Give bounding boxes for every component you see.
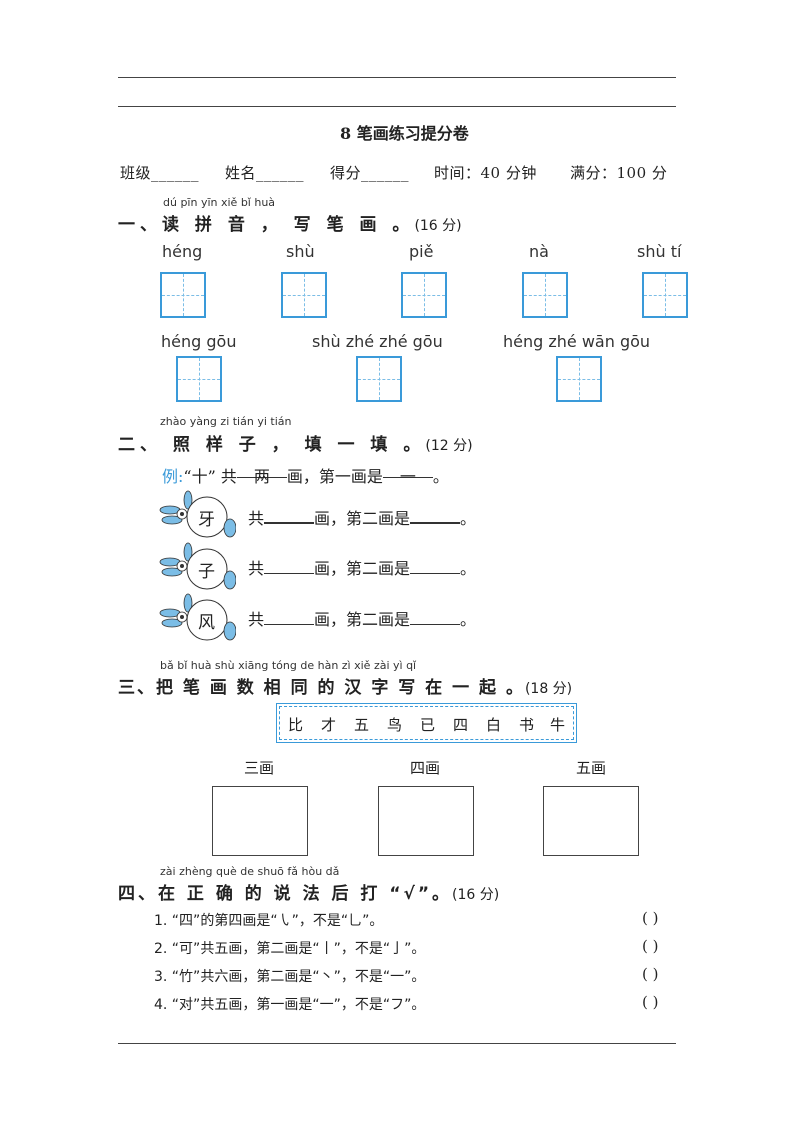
full-score-info: 满分：100 分 (570, 164, 668, 182)
bank-char: 四 (453, 716, 469, 734)
bank-char: 才 (321, 716, 337, 734)
s2-item-1-char: 牙 (198, 510, 215, 530)
s3-points: (18 分) (524, 681, 573, 697)
s2-item-2-char: 子 (198, 562, 215, 582)
s1-pinyin-na: nà (529, 242, 549, 261)
example-answer-count: 两 (236, 463, 287, 486)
s2-pinyin: zhào yàng zi tián yi tián (160, 415, 292, 428)
s3-pinyin: bǎ bǐ huà shù xiāng tóng de hàn zì xiě z… (160, 659, 417, 672)
bank-char: 比 (288, 716, 304, 734)
category-five-strokes: 五画 (576, 759, 607, 777)
s4-points: (16 分) (452, 887, 500, 903)
writing-grid-pie[interactable] (401, 272, 447, 318)
s4-item-1: 1. “四”的第四画是“㇂”，不是“乚”。 (154, 913, 384, 929)
s4-item-3-checkbox[interactable]: ( ) (642, 965, 659, 983)
s2-item-3-total: 共 (248, 610, 265, 629)
s1-pinyin-pie: piě (409, 242, 434, 261)
s2-item-3-mid: 画，第二画是 (314, 610, 411, 629)
example-mid: 画，第一画是 (286, 467, 383, 486)
s2-item-3-char: 风 (198, 613, 215, 633)
top-rule-1 (118, 77, 676, 78)
bank-char: 书 (519, 716, 535, 734)
s2-item-2-blank-stroke[interactable] (410, 559, 461, 574)
s2-item-3-blank-count[interactable] (264, 610, 315, 625)
dragonfly-illustration-1 (159, 490, 236, 538)
s1-points: (16 分) (414, 218, 462, 234)
example-total: 共 (220, 467, 237, 486)
writing-grid-henggou[interactable] (176, 356, 222, 402)
s2-item-2-blank-count[interactable] (264, 559, 315, 574)
s4-item-4-checkbox[interactable]: ( ) (642, 993, 659, 1011)
example-end: 。 (432, 467, 449, 486)
category-four-strokes: 四画 (410, 759, 441, 777)
s2-item-1-total: 共 (248, 509, 265, 528)
s4-item-2: 2. “可”共五画，第二画是“丨”，不是“亅”。 (154, 941, 426, 957)
writing-grid-shuti[interactable] (642, 272, 688, 318)
s4-title: 四、在 正 确 的 说 法 后 打 “√”。(16 分) (118, 879, 499, 904)
s2-item-1-end: 。 (460, 509, 477, 528)
writing-grid-shu[interactable] (281, 272, 327, 318)
example-answer-stroke: 一 (382, 463, 433, 486)
s4-pinyin: zài zhèng què de shuō fǎ hòu dǎ (160, 865, 340, 878)
s1-pinyin-henggou: héng gōu (161, 332, 237, 351)
bank-char: 已 (420, 716, 436, 734)
s2-item-1-blank-stroke[interactable] (410, 508, 461, 524)
example-char: “十” (183, 467, 216, 486)
s2-item-3-blank-stroke[interactable] (410, 610, 461, 625)
s2-points: (12 分) (425, 438, 473, 454)
answer-box-five-strokes[interactable] (543, 786, 639, 856)
s1-pinyin-shuti: shù tí (637, 242, 682, 261)
s4-title-text: 四、在 正 确 的 说 法 后 打 “√”。 (118, 884, 453, 904)
s2-item-2: 共 画，第二画是 。 (248, 555, 476, 579)
s2-item-3: 共 画，第二画是 。 (248, 606, 476, 630)
s1-pinyin: dú pīn yīn xiě bǐ huà (163, 196, 276, 209)
s4-item-3: 3. “竹”共六画，第二画是“丶”，不是“一”。 (154, 969, 426, 985)
bank-char: 牛 (550, 716, 566, 734)
s2-example: 例:“十” 共两画，第一画是一。 (162, 463, 449, 487)
example-label: 例: (162, 467, 184, 486)
s1-pinyin-hengzhewangou: héng zhé wān gōu (503, 332, 651, 351)
s2-item-2-total: 共 (248, 559, 265, 578)
s1-title: 一、读 拼 音 ， 写 笔 画 。(16 分) (118, 210, 462, 235)
writing-grid-hengzhewangou[interactable] (556, 356, 602, 402)
dragonfly-illustration-3 (159, 593, 236, 641)
s2-item-1-blank-count[interactable] (264, 508, 315, 524)
s4-item-2-checkbox[interactable]: ( ) (642, 937, 659, 955)
s3-title-text: 三、把 笔 画 数 相 同 的 汉 字 写 在 一 起 。 (118, 678, 525, 698)
s2-item-2-mid: 画，第二画是 (314, 559, 411, 578)
s1-pinyin-shuzhezhegou: shù zhé zhé gōu (312, 332, 443, 351)
writing-grid-heng[interactable] (160, 272, 206, 318)
s3-title: 三、把 笔 画 数 相 同 的 汉 字 写 在 一 起 。(18 分) (118, 673, 572, 698)
bank-char: 白 (486, 716, 502, 734)
class-field: 班级______ (120, 164, 200, 182)
s4-item-4: 4. “对”共五画，第一画是“一”，不是“フ”。 (154, 997, 426, 1013)
dragonfly-illustration-2 (159, 542, 236, 590)
bank-char: 鸟 (387, 716, 403, 734)
s1-pinyin-heng: héng (162, 242, 203, 261)
time-info: 时间：40 分钟 (434, 164, 537, 182)
writing-grid-na[interactable] (522, 272, 568, 318)
s2-title: 二、 照 样 子 ， 填 一 填 。(12 分) (118, 430, 473, 455)
page-title: 8 笔画练习提分卷 (340, 124, 469, 143)
answer-box-three-strokes[interactable] (212, 786, 308, 856)
score-field: 得分______ (330, 164, 410, 182)
s2-item-1: 共 画，第二画是 。 (248, 505, 476, 529)
s2-item-1-mid: 画，第二画是 (314, 509, 411, 528)
answer-box-four-strokes[interactable] (378, 786, 474, 856)
bank-char: 五 (354, 716, 370, 734)
s2-item-3-end: 。 (460, 610, 477, 629)
writing-grid-shuzhezhegou[interactable] (356, 356, 402, 402)
category-three-strokes: 三画 (244, 759, 275, 777)
bottom-rule (118, 1043, 676, 1044)
s1-title-text: 一、读 拼 音 ， 写 笔 画 。 (118, 215, 415, 235)
s2-title-text: 二、 照 样 子 ， 填 一 填 。 (118, 435, 426, 455)
s2-item-2-end: 。 (460, 559, 477, 578)
character-bank: 比 才 五 鸟 已 四 白 书 牛 (276, 703, 577, 743)
name-field: 姓名______ (225, 164, 305, 182)
s1-pinyin-shu: shù (286, 242, 315, 261)
top-rule-2 (118, 106, 676, 107)
s4-item-1-checkbox[interactable]: ( ) (642, 909, 659, 927)
